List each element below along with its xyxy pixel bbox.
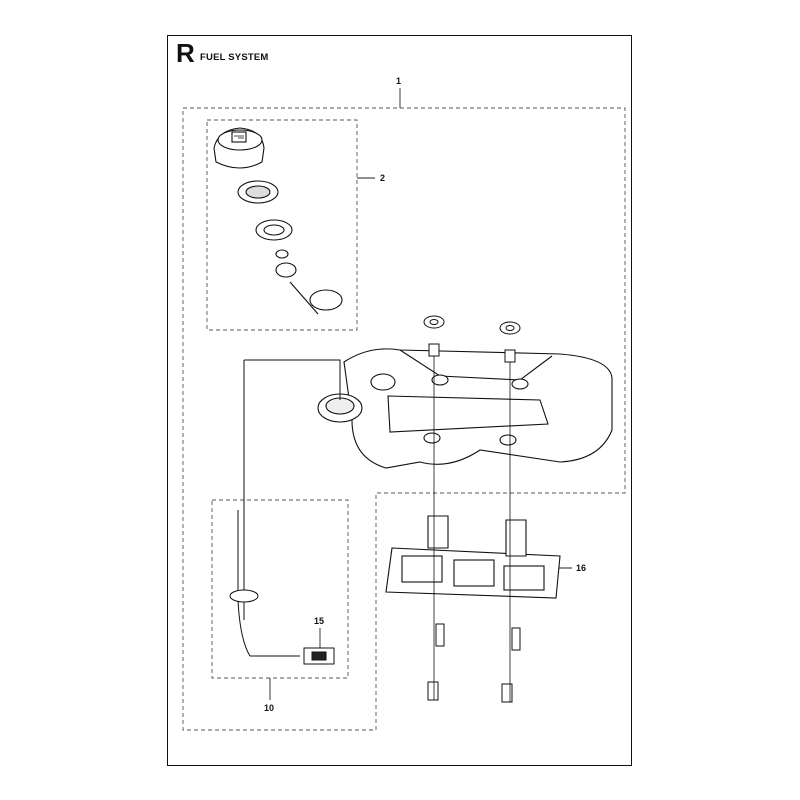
fuel-line-assembly xyxy=(229,359,341,665)
tank-bracket xyxy=(385,515,561,599)
assembly-2-boundary xyxy=(206,119,358,331)
small-seal xyxy=(275,249,289,259)
section-title: FUEL SYSTEM xyxy=(200,52,269,63)
fuel-strap-loop xyxy=(309,289,343,311)
mount-hardware-top xyxy=(423,315,521,363)
callout-16: 16 xyxy=(576,563,587,573)
fuel-cap-group xyxy=(213,127,343,315)
callout-1: 1 xyxy=(396,76,402,86)
assembly-10-boundary xyxy=(211,499,349,679)
screws xyxy=(427,623,521,703)
section-letter: R xyxy=(176,38,195,68)
callout-15: 15 xyxy=(314,616,325,626)
diagram-frame xyxy=(167,35,632,766)
vent-valve xyxy=(275,262,297,278)
callout-10: 10 xyxy=(264,703,275,713)
callout-2: 2 xyxy=(380,173,386,183)
fuel-tank xyxy=(317,348,613,469)
assembly-1-boundary xyxy=(182,107,626,731)
